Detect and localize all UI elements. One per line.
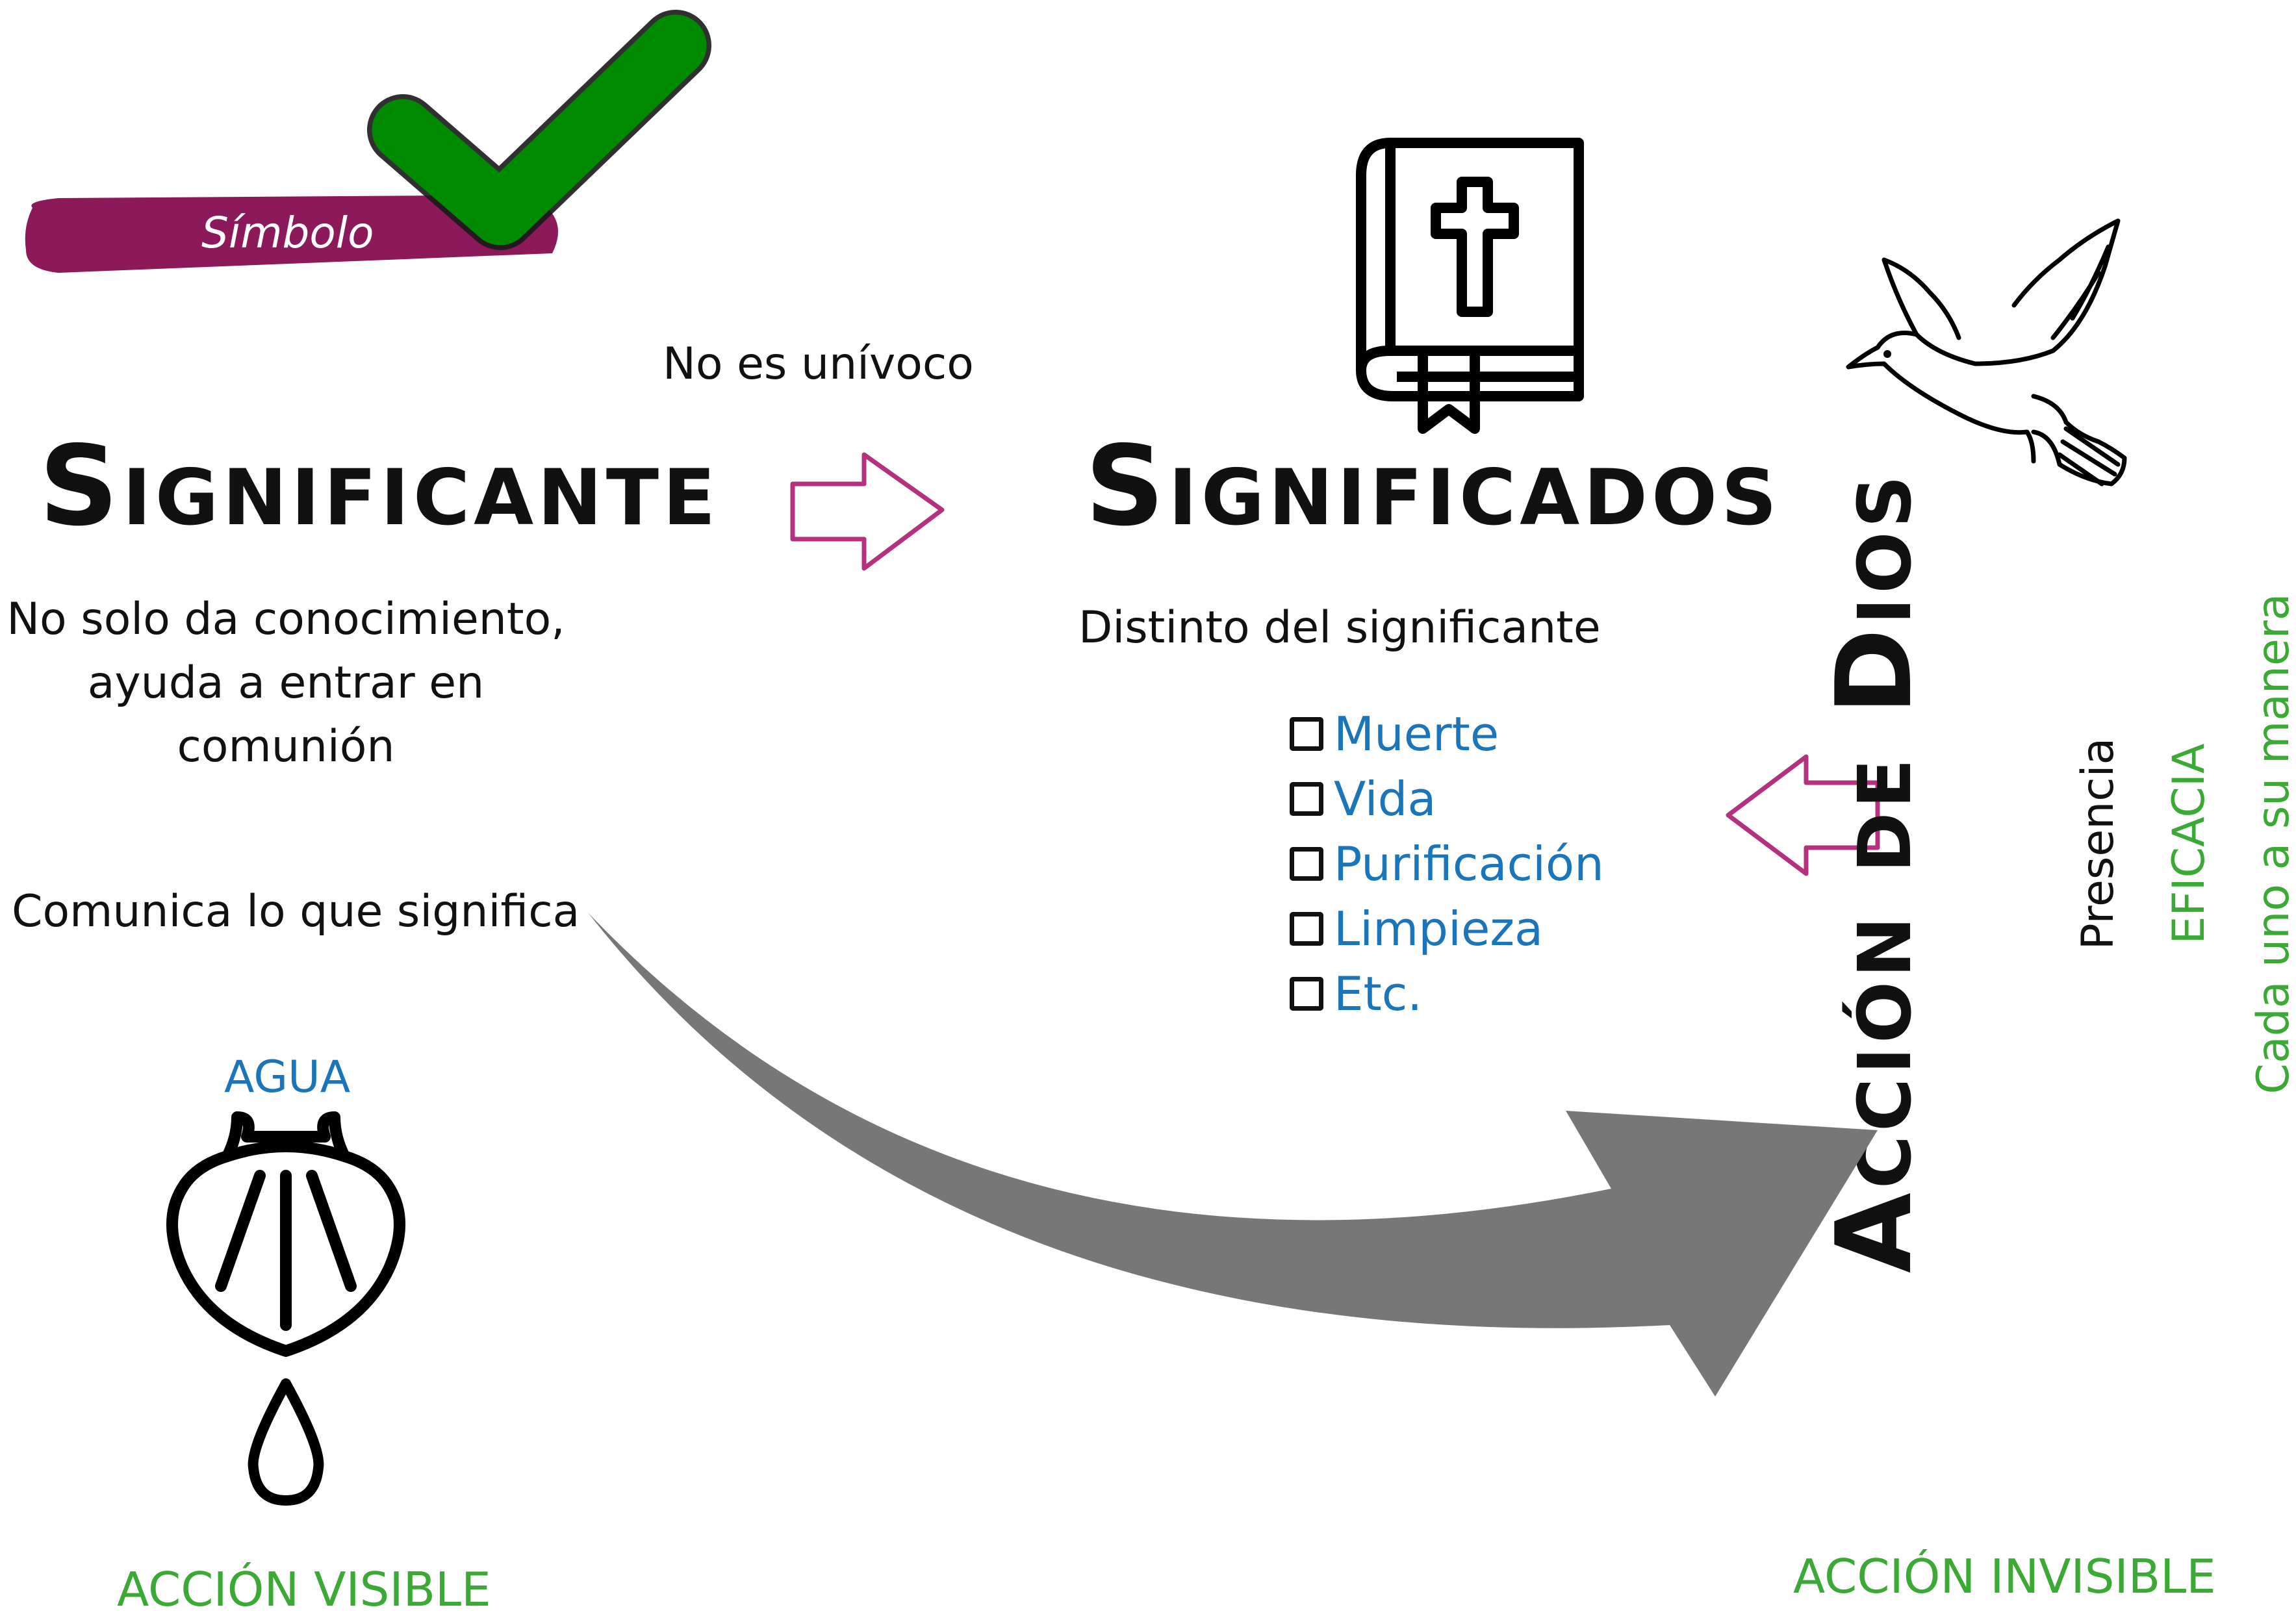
significante-desc-line: No solo da conocimiento,: [6, 594, 565, 645]
checkbox-icon: [1290, 782, 1323, 816]
dove-icon: [1846, 218, 2127, 487]
list-item: Vida: [1290, 766, 1604, 831]
accion-invisible-label: ACCIÓN INVISIBLE: [1793, 1549, 2216, 1604]
no-univoco-text: No es unívoco: [663, 338, 974, 390]
list-item: Limpieza: [1290, 896, 1604, 961]
water-drop-icon: [248, 1378, 324, 1506]
shell-icon: [166, 1111, 405, 1357]
check-icon: [367, 10, 711, 250]
accion-visible-label: ACCIÓN VISIBLE: [117, 1562, 491, 1617]
simbolo-badge: Símbolo: [19, 188, 559, 279]
checkbox-icon: [1290, 912, 1323, 946]
arrow-left-icon: [1726, 754, 1880, 876]
significados-list: Muerte Vida Purificación Limpieza Etc.: [1290, 702, 1604, 1026]
list-item: Purificación: [1290, 831, 1604, 896]
significante-desc-line: ayuda a entrar en: [87, 657, 485, 709]
arrow-right-icon: [790, 452, 945, 571]
ribbon-shape: [25, 195, 558, 273]
significante-description: No solo da conocimiento, ayuda a entrar …: [0, 588, 572, 779]
checkbox-icon: [1290, 717, 1323, 751]
list-item: Muerte: [1290, 702, 1604, 766]
agua-label: AGUA: [224, 1052, 351, 1103]
checkbox-icon: [1290, 847, 1323, 881]
significante-title: Significante: [39, 422, 720, 551]
bible-icon: [1356, 138, 1584, 434]
significados-title: Significados: [1085, 422, 1781, 551]
significados-subtitle: Distinto del significante: [1078, 602, 1601, 653]
list-item: Etc.: [1290, 961, 1604, 1026]
simbolo-label: Símbolo: [201, 208, 374, 258]
comunica-text: Comunica lo que significa: [12, 886, 580, 937]
checkbox-icon: [1290, 977, 1323, 1011]
significante-desc-line: comunión: [177, 721, 395, 772]
